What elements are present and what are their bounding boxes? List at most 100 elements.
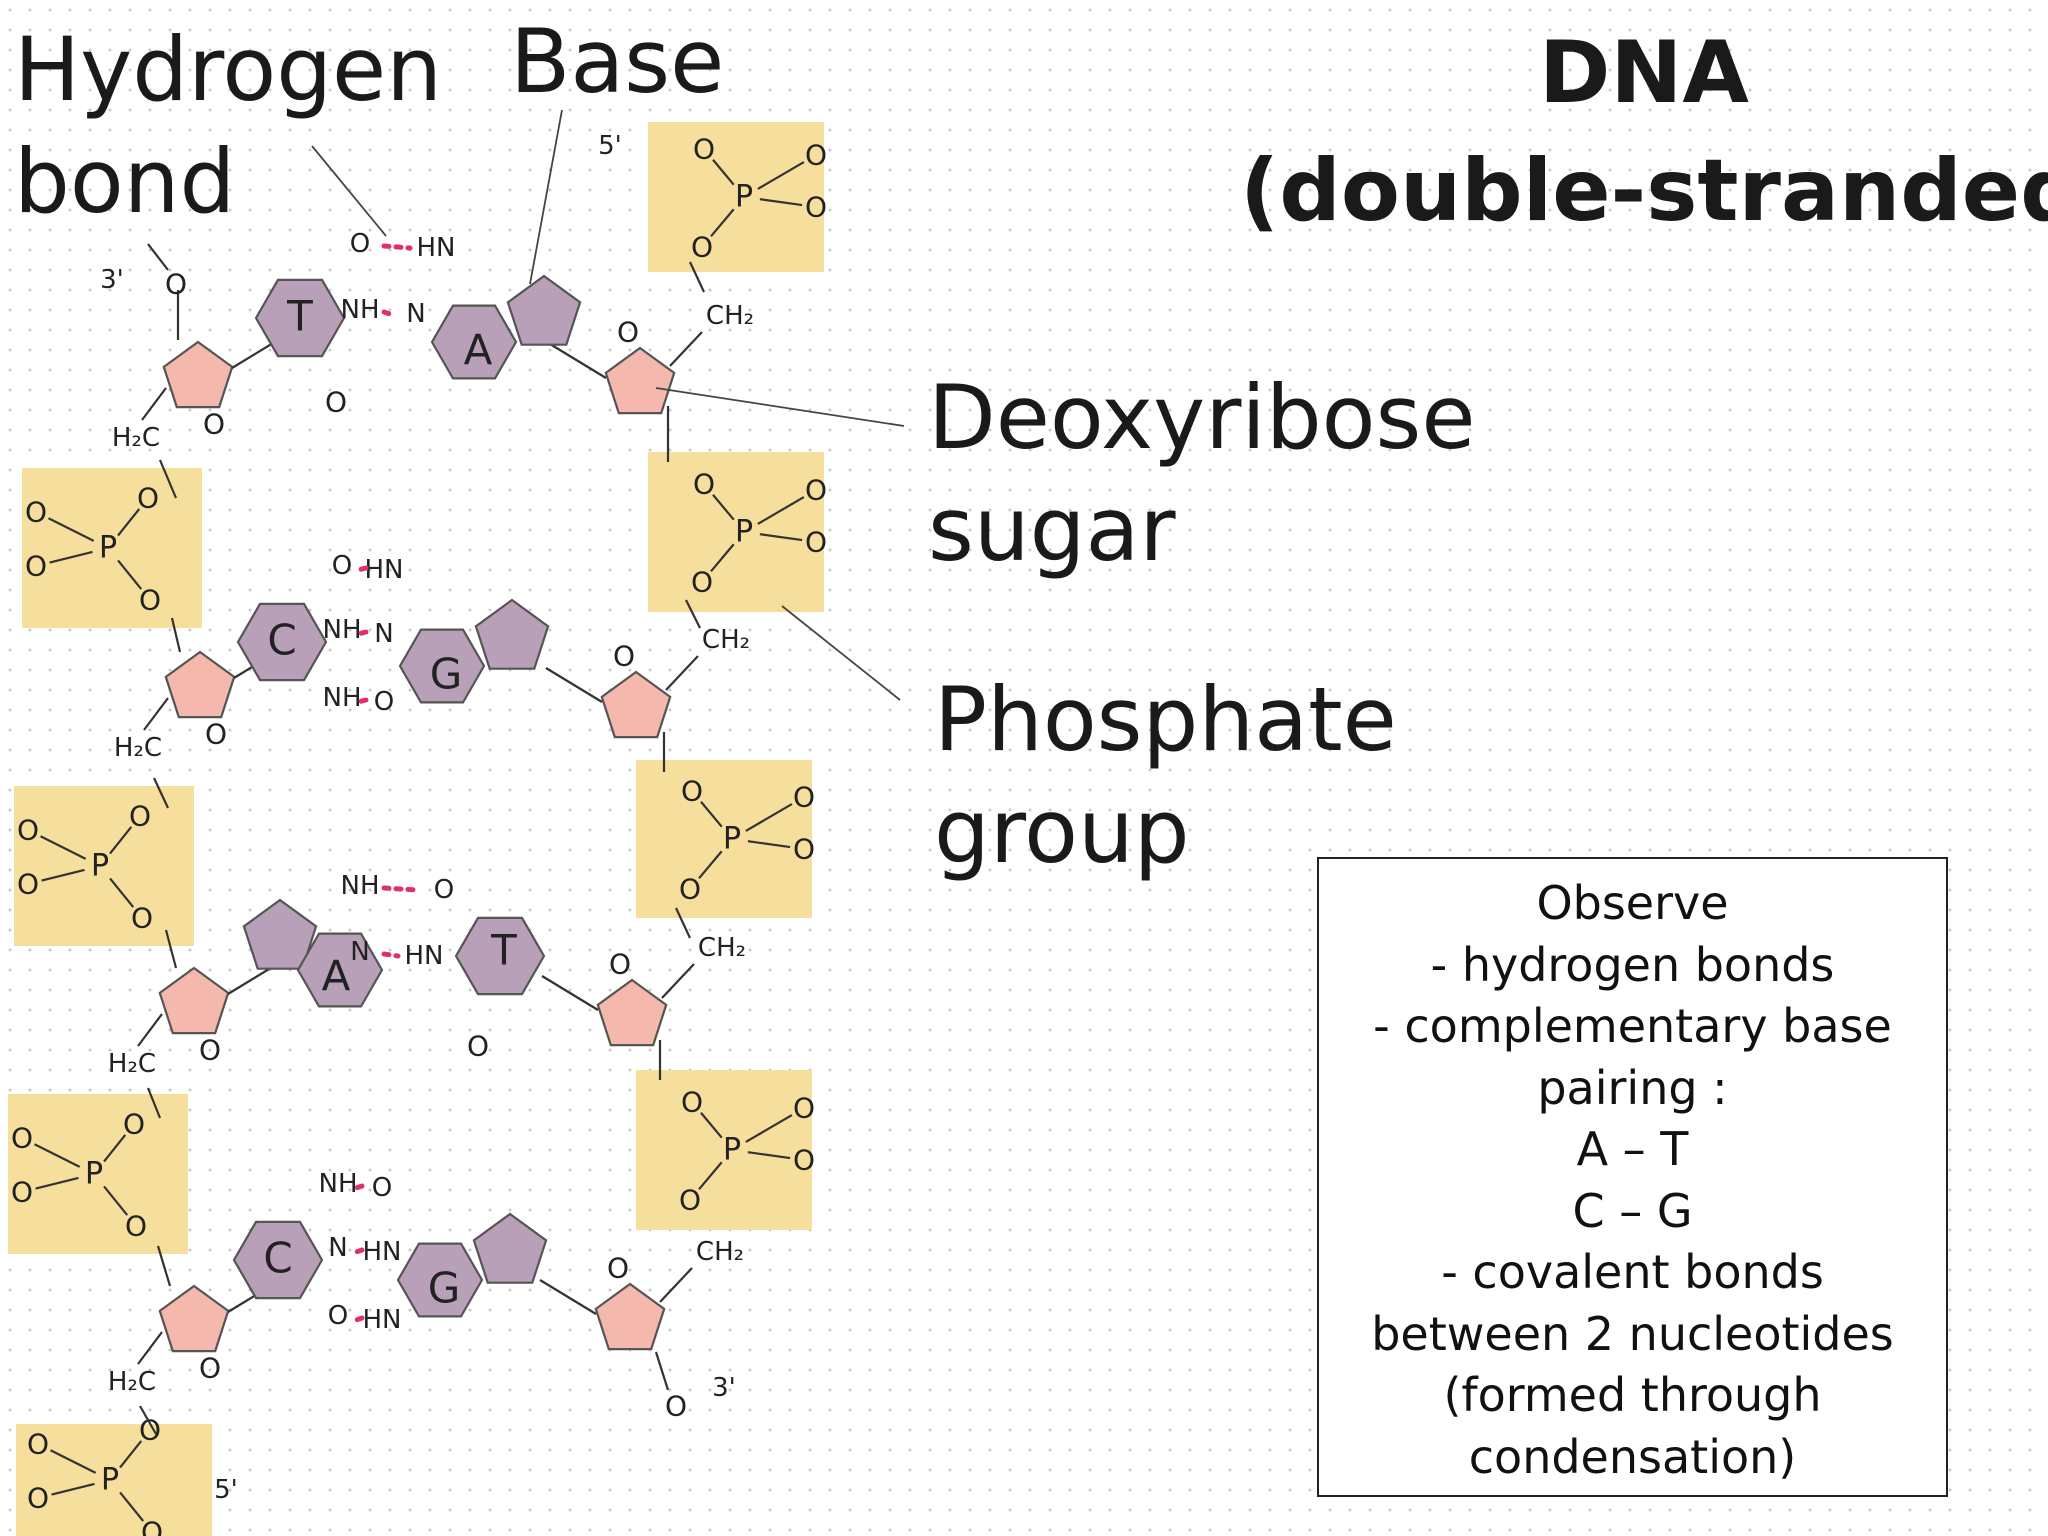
base-ring <box>454 916 546 996</box>
base-letter-right: T <box>490 926 517 975</box>
hydrogen-bond-atom-right: N <box>374 619 393 649</box>
base-letter-right: G <box>430 650 463 699</box>
backbone-bond <box>170 617 182 653</box>
deoxyribose-sugar-ring <box>164 650 236 719</box>
phosphate-bond <box>712 159 735 186</box>
oxygen-atom: O <box>793 833 815 866</box>
oxygen-atom: O <box>607 1252 629 1285</box>
deoxyribose-sugar-ring <box>162 340 234 409</box>
note-line: pairing : <box>1537 1060 1728 1115</box>
deoxyribose-sugar-ring <box>596 978 668 1047</box>
oxygen-atom: O <box>141 1516 163 1536</box>
oxygen-atom: O <box>691 566 713 599</box>
hydrogen-bond-dots <box>355 565 369 573</box>
base-label: Base <box>510 10 725 113</box>
base-ring <box>472 1212 548 1284</box>
ch2-group: CH₂ <box>706 301 754 331</box>
phosphate-bond <box>117 559 143 590</box>
ch2-group: CH₂ <box>702 625 750 655</box>
base-ring <box>430 304 518 380</box>
backbone-bond <box>659 1267 693 1303</box>
page-title: DNA (double-stranded) <box>1240 23 2048 241</box>
phosphate-bond <box>757 496 805 525</box>
hydrogen-bond-dots <box>353 1183 365 1191</box>
hydrogen-bond-atom-right: N <box>406 299 425 329</box>
phosphate-bond <box>103 1185 129 1216</box>
oxygen-atom: O <box>805 191 827 224</box>
sugar-base-bond <box>539 1279 597 1315</box>
backbone-bond <box>139 1405 157 1435</box>
hydrogen-bond-dots <box>381 243 413 251</box>
h2c-group: H₂C <box>108 1367 156 1397</box>
base-ring <box>398 628 486 704</box>
phosphorus-atom: P <box>85 1157 103 1192</box>
oxygen-atom: O <box>805 526 827 559</box>
phosphate-bond <box>710 543 735 572</box>
base-ring <box>506 274 582 346</box>
sugar-base-bond <box>541 975 599 1011</box>
base-letter-right: A <box>464 326 493 375</box>
phosphate-bond <box>759 533 803 542</box>
hydrogen-bond-dots <box>355 629 369 637</box>
phosphate-leader-line <box>781 605 901 701</box>
base-ring <box>254 278 346 358</box>
backbone-bond <box>158 459 178 499</box>
deoxyribose-sugar-ring <box>604 346 676 415</box>
hydrogen-bond-label: Hydrogen bond <box>14 18 442 233</box>
phosphate-group-box <box>648 452 824 612</box>
note-line: between 2 nucleotides <box>1371 1306 1894 1361</box>
h2c-group: H₂C <box>108 1049 156 1079</box>
phosphate-bond <box>698 1161 723 1190</box>
phosphate-bond <box>51 1482 95 1496</box>
oxygen-atom: O <box>617 316 639 349</box>
base-letter-right: G <box>428 1264 461 1313</box>
strand-end-5prime-bottom: 5' <box>214 1475 238 1505</box>
h2c-group: H₂C <box>114 733 162 763</box>
deoxyribose-leader-line <box>655 387 905 427</box>
note-line: - complementary base <box>1373 999 1892 1053</box>
note-line: (formed through <box>1443 1368 1822 1422</box>
backbone-bond <box>685 599 701 629</box>
phosphate-bond <box>40 835 87 860</box>
backbone-bond <box>164 929 178 969</box>
phosphate-bond <box>710 208 735 237</box>
phosphate-bond <box>119 1491 145 1522</box>
oxygen-atom: O <box>805 139 827 172</box>
phosphorus-atom: P <box>723 1133 741 1168</box>
oxygen-atom: O <box>467 1030 489 1063</box>
oxygen-atom: O <box>681 1086 703 1119</box>
oxygen-atom: O <box>665 1390 687 1423</box>
sugar-base-bond <box>545 667 603 703</box>
hydrogen-bond-dots <box>381 309 393 317</box>
oxygen-atom: O <box>203 408 225 441</box>
backbone-bond <box>689 261 705 293</box>
hydrogen-bond-atom-right: O <box>372 1173 392 1203</box>
oxygen-atom: O <box>693 468 715 501</box>
backbone-bond <box>669 331 703 367</box>
note-line: - covalent bonds <box>1441 1245 1824 1299</box>
oxygen-atom: O <box>27 1482 49 1515</box>
hydrogen-bond-atom-left: NH <box>323 683 362 713</box>
oxygen-atom: O <box>11 1122 33 1155</box>
phosphate-bond <box>50 1449 97 1474</box>
phosphate-bond <box>747 1151 791 1160</box>
base-ring <box>474 598 550 670</box>
strand-end-5prime-top: 5' <box>598 131 622 161</box>
phosphate-bond <box>759 198 803 207</box>
phosphorus-atom: P <box>99 531 117 566</box>
phosphate-group-box <box>636 760 812 918</box>
ch2-group: CH₂ <box>698 933 746 963</box>
deoxyribose-sugar-ring <box>600 670 672 739</box>
phosphorus-atom: P <box>735 515 753 550</box>
phosphorus-atom: P <box>735 180 753 215</box>
backbone-bond <box>665 655 699 691</box>
backbone-bond <box>146 1087 162 1119</box>
phosphate-bond <box>109 877 135 908</box>
oxygen-atom: O <box>679 873 701 906</box>
phosphate-group-box <box>636 1070 812 1230</box>
strand-end-3prime-top: 3' <box>100 265 124 295</box>
oxygen-atom: O <box>11 1176 33 1209</box>
hydrogen-bond-atom-left: N <box>350 937 369 967</box>
base-letter-left: A <box>322 952 351 1001</box>
